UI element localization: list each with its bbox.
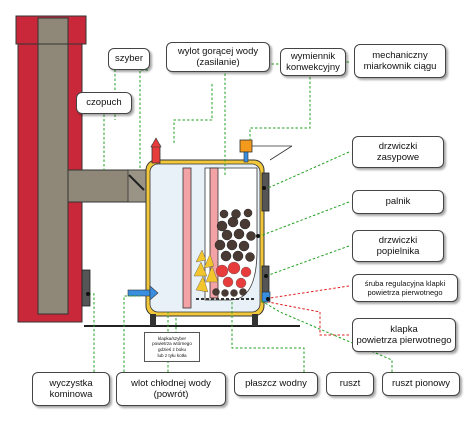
- coal-pile: [214, 208, 256, 262]
- label-drzwiczki-popielnika: drzwiczki popielnika: [352, 230, 444, 262]
- chimney-flue: [37, 17, 69, 315]
- boiler-leg-left: [150, 314, 156, 326]
- label-wyczystka-kominowa: wyczystka kominowa: [32, 372, 110, 406]
- label-szyber: szyber: [108, 48, 150, 70]
- label-ruszt: ruszt: [326, 372, 374, 396]
- draft-regulator-stem: [243, 151, 249, 163]
- label-czopuch: czopuch: [76, 92, 132, 114]
- label-ruszt-pionowy: ruszt pionowy: [382, 372, 460, 396]
- chimney-flue-top: [37, 17, 69, 45]
- cold-water-arrow: [149, 285, 159, 301]
- grate-embers: [212, 288, 247, 297]
- draft-regulator-lever: [269, 145, 293, 161]
- draft-regulator-body: [239, 139, 253, 153]
- hot-water-arrow: [150, 137, 162, 148]
- label-wymiennik-konwekcyjny: wymiennik konwekcyjny: [280, 48, 346, 76]
- convection-pipe-left: [182, 167, 192, 309]
- label-drzwiczki-zasypowe: drzwiczki zasypowe: [352, 136, 444, 168]
- fuel-door: [261, 172, 270, 212]
- primary-air-flap: [261, 291, 271, 303]
- label-palnik: palnik: [352, 190, 444, 214]
- label-klapka-powietrza: klapka powietrza pierwotnego: [352, 318, 456, 352]
- cold-water-inlet: [127, 289, 151, 297]
- leader-lines: [88, 59, 393, 372]
- boiler-leg-right: [252, 314, 258, 326]
- hot-water-outlet: [151, 144, 161, 164]
- label-wylot-goracej-wody: wylot gorącej wody (zasilanie): [166, 42, 270, 72]
- label-miarkownik-ciagu: mechaniczny miarkownik ciągu: [354, 44, 446, 78]
- label-wlot-chlodnej-wody: wlot chłodnej wody (powrót): [116, 372, 226, 406]
- flue-damper-blade: [128, 174, 145, 191]
- flames: [193, 249, 252, 293]
- note-secondary-air: klapka/szyber powietrza wtórnego gdzieś …: [144, 332, 200, 362]
- flue-damper: [127, 169, 147, 203]
- label-plaszcz-wodny: płaszcz wodny: [234, 372, 318, 396]
- label-sruba-regulacyjna: śruba regulacyjna klapki powietrza pierw…: [352, 274, 458, 302]
- chimney-cleanout-door: [81, 269, 91, 307]
- leader-dots: [86, 186, 270, 301]
